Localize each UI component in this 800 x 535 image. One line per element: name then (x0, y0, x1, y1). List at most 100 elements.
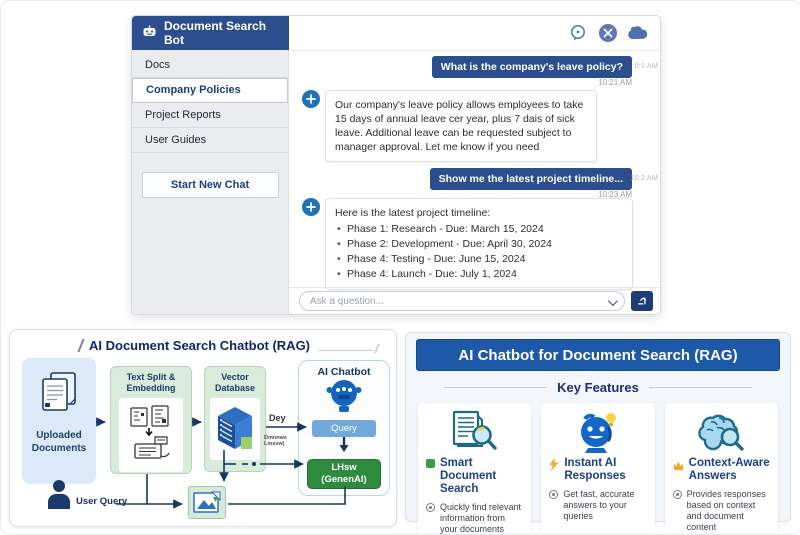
timeline-list: Phase 1: Research - Due: March 15, 2024 … (335, 222, 623, 282)
user-message-bubble: What is the company's leave policy? (431, 56, 632, 78)
feature-title-row: Context-Aware Answers (673, 457, 770, 483)
feature-title: Instant AI Responses (564, 457, 626, 482)
llm-label-line2: (GenenAI) (321, 474, 367, 485)
sidebar-item-docs[interactable]: Docs (132, 53, 288, 78)
feature-cards: Smart Document Search Quickly find relev… (406, 395, 790, 534)
message-timestamp: 10:23 AM (598, 190, 632, 199)
bot-message-card: Our company's leave policy allows employ… (325, 90, 597, 162)
features-banner: AI Chatbot for Document Search (RAG) (416, 339, 780, 371)
feature-card-smart-search: Smart Document Search Quickly find relev… (418, 403, 532, 534)
split-label-line2: Embedding (126, 383, 176, 393)
close-icon[interactable] (598, 23, 618, 43)
bot-message-row: Here is the latest project timeline: Pha… (302, 198, 633, 290)
llm-label-line1: LHsw (331, 462, 357, 473)
bullet-circle-icon (549, 490, 559, 499)
uploaded-documents-node: Uploaded Documents (22, 358, 96, 484)
brain-search-icon (673, 409, 770, 455)
bot-avatar-icon (302, 90, 320, 108)
user-message-bubble: Show me the latest project timeline... (429, 168, 632, 190)
timeline-intro: Here is the latest project timeline: (335, 207, 491, 219)
ask-question-input[interactable] (299, 291, 625, 312)
message-side-timestamp: 0:1 AM (634, 61, 658, 70)
feature-title: Context-Aware Answers (688, 457, 770, 482)
timeline-item: Phase 2: Development - Due: April 30, 20… (335, 237, 623, 252)
ai-chatbot-label: AI Chatbot (317, 366, 371, 378)
diagram-title: AI Document Search Chatbot (RAG) (89, 338, 311, 353)
title-underline (318, 350, 374, 351)
slash-decoration-icon (77, 339, 85, 352)
divider-line (648, 387, 752, 388)
split-node-icon (119, 398, 183, 472)
timeline-item: Phase 1: Research - Due: March 15, 2024 (335, 222, 623, 237)
rag-diagram-panel: AI Document Search Chatbot (RAG) Uploade… (9, 329, 397, 527)
chat-title: Document Search Bot (164, 19, 267, 47)
doc-search-icon (426, 409, 523, 455)
feature-description: Quickly find relevant information from y… (440, 502, 522, 534)
feature-title: Smart Document Search (440, 457, 497, 495)
cloud-icon[interactable] (628, 23, 648, 43)
start-new-chat-button[interactable]: Start New Chat (141, 172, 279, 198)
robot-icon (324, 378, 364, 417)
bot-logo-icon (142, 25, 157, 42)
bot-message-row: Our company's leave policy allows employ… (302, 90, 597, 162)
llm-genai-node: LHsw (GenenAI) (307, 459, 381, 489)
vector-database-icon (210, 398, 260, 460)
message-side-timestamp: 10:2 AM (630, 173, 658, 182)
send-button[interactable] (631, 291, 653, 311)
key-features-title: Key Features (557, 380, 639, 395)
vector-label-line1: Vector (221, 372, 249, 382)
lightning-bolt-icon (549, 458, 559, 476)
uploaded-label-line1: Uploaded (36, 430, 82, 441)
bullet-circle-icon (672, 490, 682, 499)
user-icon (46, 479, 72, 514)
edge-label-mid-line1: Dmnnws (264, 435, 287, 441)
ask-input-wrap (299, 291, 625, 312)
divider-line (444, 387, 548, 388)
robot-face-icon (549, 409, 646, 455)
vector-node-label: Vector Database (205, 367, 265, 394)
diagram-title-row: AI Document Search Chatbot (RAG) (77, 338, 380, 353)
documents-icon (37, 370, 81, 421)
edge-label-mid: Dmnnws Lmsvw) (264, 435, 287, 447)
feature-description: Get fast, accurate answers to your queri… (563, 489, 635, 521)
edge-label-mid-line2: Lmsvw) (264, 441, 285, 447)
chat-message-area: What is the company's leave policy? 0:1 … (289, 50, 660, 314)
query-button[interactable]: Query (312, 420, 376, 437)
ai-chatbot-node: AI Chatbot Query LHsw (GenenAI) (298, 360, 390, 496)
timeline-item: Phase 4: Launch - Due: July 1, 2024 (335, 267, 623, 282)
green-square-icon (426, 459, 435, 468)
feature-desc-row: Quickly find relevant information from y… (426, 502, 523, 534)
key-features-panel: AI Chatbot for Document Search (RAG) Key… (405, 332, 791, 534)
chat-header-icons (568, 23, 660, 43)
crown-icon (673, 458, 684, 476)
sidebar-item-project-reports[interactable]: Project Reports (132, 103, 288, 128)
split-label-line1: Text Split & (126, 372, 176, 382)
edge-label-top: Dey (269, 413, 286, 423)
bullet-circle-icon (426, 503, 435, 512)
uploaded-documents-label: Uploaded Documents (32, 429, 86, 455)
feature-desc-row: Get fast, accurate answers to your queri… (549, 489, 646, 522)
chat-search-icon[interactable] (568, 23, 588, 43)
vector-database-node: Vector Database (204, 366, 266, 472)
chat-title-bar: Document Search Bot (132, 16, 289, 50)
query-to-llm-arrow-icon (338, 437, 350, 458)
feature-title-row: Instant AI Responses (549, 457, 646, 483)
feature-card-instant-responses: Instant AI Responses Get fast, accurate … (541, 403, 655, 534)
user-query-label: User Query (76, 496, 128, 507)
vector-label-line2: Database (214, 383, 256, 393)
feature-title-row: Smart Document Search (426, 457, 523, 496)
sidebar-item-user-guides[interactable]: User Guides (132, 128, 288, 153)
uploaded-label-line2: Documents (31, 443, 87, 454)
slash-decoration-icon (374, 344, 380, 353)
split-node-label: Text Split & Embedding (111, 367, 191, 394)
chat-sidebar: Docs Company Policies Project Reports Us… (132, 50, 289, 314)
sidebar-item-company-policies[interactable]: Company Policies (132, 78, 288, 103)
image-icon (193, 491, 221, 513)
text-split-embedding-node: Text Split & Embedding (110, 366, 192, 474)
chat-window: Document Search Bot Docs Company Policie… (131, 15, 661, 315)
feature-card-context-aware: Context-Aware Answers Provides responses… (664, 403, 778, 534)
embedding-image-node (188, 486, 226, 519)
bot-message-card: Here is the latest project timeline: Pha… (325, 198, 633, 290)
feature-description: Provides responses based on context and … (686, 489, 766, 532)
